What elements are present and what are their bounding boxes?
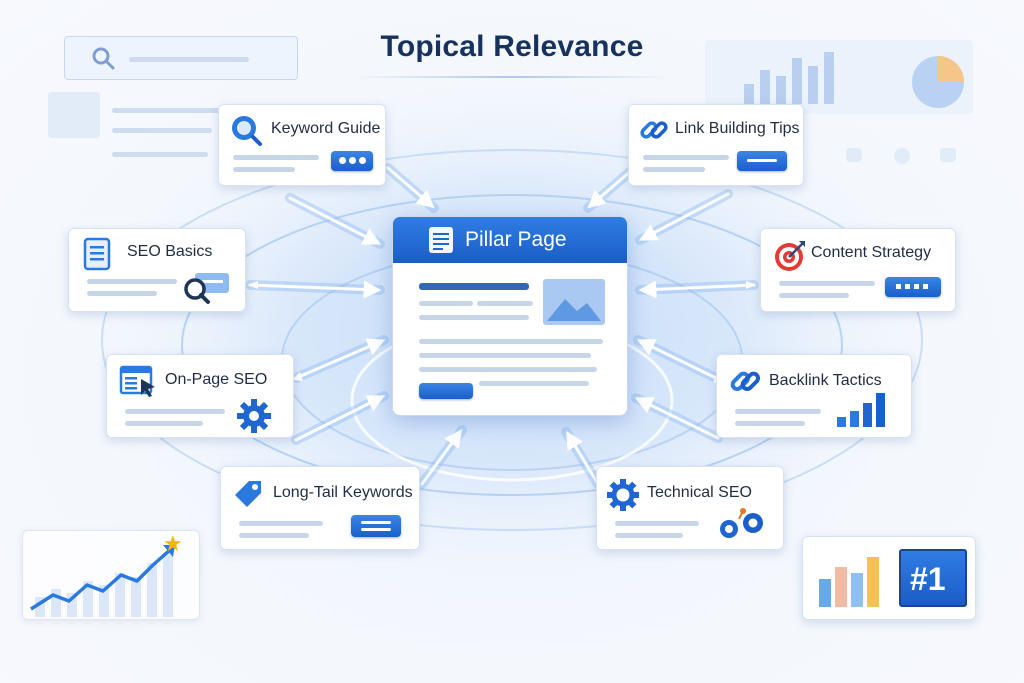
spoke-label: Keyword Guide: [271, 120, 381, 137]
card-text-line: [615, 521, 699, 526]
gear-icon: [607, 479, 639, 511]
rank-badge: #1: [899, 549, 967, 607]
spoke-label: Content Strategy: [811, 244, 932, 261]
document-icon: [429, 227, 453, 253]
pillar-read-more-button[interactable]: [419, 383, 473, 399]
link-icon: [730, 371, 761, 392]
magnifier-icon: [232, 116, 262, 146]
spoke-label: On-Page SEO: [165, 371, 268, 388]
open-button[interactable]: [351, 515, 401, 537]
card-text-line: [125, 409, 225, 414]
spoke-label: Backlink Tactics: [769, 372, 882, 389]
pillar-page-label: Pillar Page: [465, 228, 567, 251]
spoke-label: Technical SEO: [647, 484, 752, 501]
page-title: Topical Relevance: [380, 30, 644, 63]
ghost-circle: [894, 148, 910, 164]
pillar-page-header: Pillar Page: [393, 217, 627, 263]
ghost-square: [846, 148, 862, 162]
ghost-bar-chart: [744, 52, 834, 104]
webpage-icon: [119, 365, 155, 397]
card-text-line: [735, 421, 805, 426]
ranking-panel: #1: [802, 536, 976, 620]
spoke-card-seo-basics[interactable]: SEO Basics: [68, 228, 246, 312]
more-button[interactable]: [885, 277, 941, 297]
card-text-line: [87, 291, 157, 296]
ranking-bar-chart: [819, 557, 879, 607]
growth-line-chart: [30, 545, 175, 617]
spoke-card-content-strategy[interactable]: Content Strategy: [760, 228, 956, 312]
spoke-label: Long-Tail Keywords: [273, 484, 413, 501]
card-text-line: [643, 167, 705, 172]
spoke-label: Link Building Tips: [675, 120, 800, 137]
spoke-card-on-page-seo[interactable]: On-Page SEO: [106, 354, 294, 438]
pillar-text-line: [419, 315, 529, 320]
card-text-line: [643, 155, 729, 160]
pillar-text-line: [419, 301, 473, 306]
card-text-line: [779, 293, 849, 298]
card-text-line: [233, 167, 295, 172]
card-text-line: [233, 155, 319, 160]
spoke-card-long-tail-keywords[interactable]: Long-Tail Keywords: [220, 466, 420, 550]
ghost-line: [112, 128, 212, 133]
card-text-line: [735, 409, 821, 414]
ring-outer: [101, 149, 923, 531]
more-button[interactable]: [331, 151, 373, 171]
spoke-card-link-building-tips[interactable]: Link Building Tips: [628, 104, 804, 186]
spoke-label: SEO Basics: [127, 243, 213, 260]
document-icon: [83, 237, 111, 271]
rank-badge-label: #1: [910, 561, 946, 597]
ghost-line: [112, 152, 208, 157]
gear-icon: [237, 399, 271, 433]
ghost-pie-chart: [912, 56, 964, 108]
card-text-line: [779, 281, 875, 286]
open-button[interactable]: [737, 151, 787, 171]
pillar-text-line: [479, 381, 589, 386]
title-divider: [352, 76, 672, 78]
image-placeholder-icon: [543, 279, 605, 325]
star-icon: ★: [163, 531, 183, 556]
card-text-line: [125, 421, 203, 426]
arrow-group: [245, 163, 759, 489]
pillar-page-card[interactable]: Pillar Page: [392, 216, 628, 416]
spoke-card-technical-seo[interactable]: Technical SEO: [596, 466, 784, 550]
ring-middle: [181, 194, 843, 496]
ghost-mail: [940, 148, 956, 162]
ghost-search-bar: [64, 36, 298, 80]
tag-icon: [235, 481, 261, 507]
bar-chart-icon: [837, 393, 885, 427]
pillar-text-line: [419, 339, 603, 344]
pillar-text-line: [419, 353, 591, 358]
card-text-line: [239, 521, 323, 526]
ghost-panel-left: [48, 92, 100, 138]
growth-chart-panel: ★: [22, 530, 200, 620]
pillar-text-line: [477, 301, 533, 306]
pillar-text-line: [419, 367, 597, 372]
target-icon: [775, 241, 805, 271]
gears-icon: [720, 508, 763, 538]
search-chat-icon: [184, 273, 229, 304]
card-text-line: [615, 533, 683, 538]
ghost-line: [112, 108, 222, 113]
card-text-line: [239, 533, 309, 538]
spoke-card-backlink-tactics[interactable]: Backlink Tactics: [716, 354, 912, 438]
card-text-line: [87, 279, 177, 284]
search-icon: [92, 47, 115, 70]
pillar-heading-line: [419, 283, 529, 290]
link-icon: [640, 121, 668, 139]
spoke-card-keyword-guide[interactable]: Keyword Guide: [218, 104, 386, 186]
